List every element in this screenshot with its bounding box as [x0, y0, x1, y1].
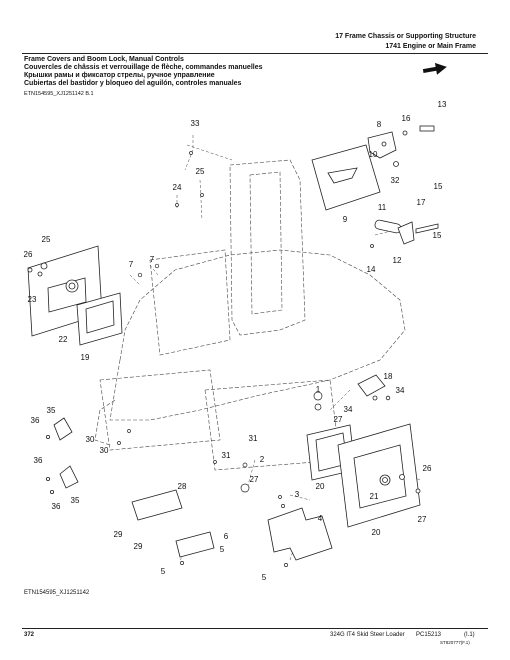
callout-4: 4	[318, 514, 323, 523]
section-heading: 17 Frame Chassis or Supporting Structure	[335, 33, 476, 40]
callout-36: 36	[31, 416, 40, 425]
callout-21: 21	[370, 492, 379, 501]
title-french: Couvercles de châssis et verrouillage de…	[24, 64, 263, 71]
callout-27: 27	[250, 475, 259, 484]
callout-19: 19	[81, 353, 90, 362]
callout-24: 24	[173, 183, 182, 192]
footer-code: ST820777(F.1)	[440, 640, 470, 645]
footer-doc: PC15213	[416, 632, 442, 638]
callout-27: 27	[418, 515, 427, 524]
callout-30: 30	[86, 435, 95, 444]
callout-22: 22	[59, 335, 68, 344]
callout-6: 6	[224, 532, 229, 541]
callout-9: 9	[343, 215, 348, 224]
direction-arrow-icon	[423, 63, 447, 75]
callout-30: 30	[100, 446, 109, 455]
callout-31: 31	[249, 434, 258, 443]
title-english: Frame Covers and Boom Lock, Manual Contr…	[24, 56, 184, 63]
callout-26: 26	[24, 250, 33, 259]
callout-17: 17	[417, 198, 426, 207]
footer-model: 324G IT4 Skid Steer Loader	[330, 632, 405, 638]
callout-5: 5	[161, 567, 166, 576]
page-number: 372	[24, 632, 35, 638]
callout-29: 29	[134, 542, 143, 551]
callout-11: 11	[378, 203, 387, 212]
title-spanish: Cubiertas del bastidor y bloqueo del agu…	[24, 80, 242, 87]
callout-32: 32	[391, 176, 400, 185]
callout-12: 12	[393, 256, 402, 265]
callout-36: 36	[34, 456, 43, 465]
callout-14: 14	[367, 265, 376, 274]
callout-15: 15	[433, 231, 442, 240]
callout-18: 18	[384, 372, 393, 381]
callout-15: 15	[434, 182, 443, 191]
callout-34: 34	[344, 405, 353, 414]
callout-33: 33	[191, 119, 200, 128]
callout-3: 3	[295, 490, 300, 499]
callout-1: 1	[316, 385, 321, 394]
title-russian: Крышки рамы и фиксатор стрелы, ручное уп…	[24, 72, 215, 79]
callout-25: 25	[196, 167, 205, 176]
footer-rule	[22, 628, 488, 629]
callout-20: 20	[372, 528, 381, 537]
callout-5: 5	[262, 573, 267, 582]
footer-rev: (I.1)	[464, 632, 475, 638]
callout-29: 29	[114, 530, 123, 539]
callout-10: 10	[369, 150, 378, 159]
callout-28: 28	[178, 482, 187, 491]
callout-35: 35	[71, 496, 80, 505]
callout-20: 20	[316, 482, 325, 491]
callout-31: 31	[222, 451, 231, 460]
callout-7: 7	[129, 260, 134, 269]
callout-35: 35	[47, 406, 56, 415]
callout-36: 36	[52, 502, 61, 511]
callout-27: 27	[334, 415, 343, 424]
callout-25: 25	[42, 235, 51, 244]
callout-7: 7	[150, 255, 155, 264]
diagram-id-bottom: ETN154595_XJ1251142	[24, 590, 90, 596]
diagram-id-top: ETN154595_XJ1251142 B.1	[24, 91, 94, 97]
callout-8: 8	[377, 120, 382, 129]
callout-16: 16	[402, 114, 411, 123]
callout-5: 5	[220, 545, 225, 554]
callout-13: 13	[438, 100, 447, 109]
callout-2: 2	[260, 455, 265, 464]
callout-34: 34	[396, 386, 405, 395]
callout-26: 26	[423, 464, 432, 473]
header-rule	[22, 53, 488, 54]
callout-23: 23	[28, 295, 37, 304]
subsection-heading: 1741 Engine or Main Frame	[385, 43, 476, 50]
